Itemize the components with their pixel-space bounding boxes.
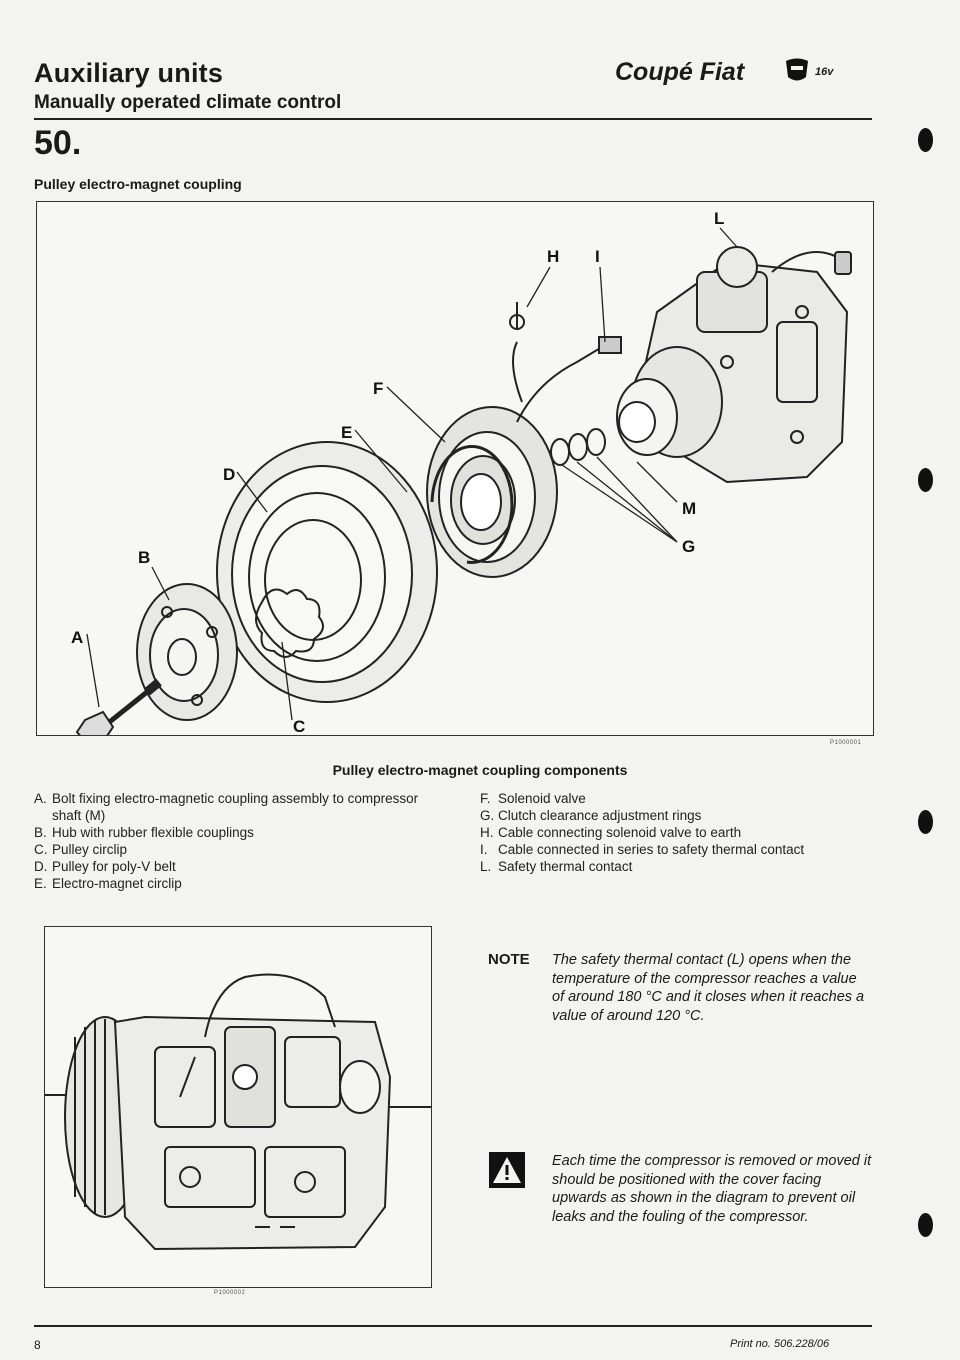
print-number: Print no. 506.228/06 [730,1338,830,1350]
binding-hole [918,810,933,834]
legend-item: A.Bolt fixing electro-magnetic coupling … [34,791,419,823]
legend-item: H.Cable connecting solenoid valve to ear… [480,825,742,840]
callout-M: M [682,499,696,518]
figure-code: P1000002 [214,1290,246,1296]
legend-item: C.Pulley circlip [34,842,128,857]
compressor-orientation-diagram [44,926,432,1288]
legend-left: A.Bolt fixing electro-magnetic coupling … [34,790,434,892]
callout-H: H [547,247,559,266]
legend-item: B.Hub with rubber flexible couplings [34,825,254,840]
binding-hole [918,468,933,492]
binding-hole [918,1213,933,1237]
binding-hole [918,128,933,152]
legend-item: F.Solenoid valve [480,791,586,806]
callout-C: C [293,717,305,735]
warning-text: Each time the compressor is removed or m… [552,1153,872,1225]
section-title: Auxiliary units [34,58,224,88]
exploded-diagram: L H I F E D B A C M G [36,201,874,746]
callout-A: A [71,628,83,647]
note-text: The safety thermal contact (L) opens whe… [552,952,865,1024]
figure-caption: Pulley electro-magnet coupling component… [332,762,628,778]
engine-badge: 16v [815,66,834,78]
callout-I: I [595,247,600,266]
section-subtitle: Manually operated climate control [34,92,342,113]
legend-item: D.Pulley for poly-V belt [34,859,176,874]
header-rule [34,118,872,120]
legend-item: I.Cable connected in series to safety th… [480,842,805,857]
figure-heading: Pulley electro-magnet coupling [34,176,242,192]
note-label: NOTE [488,951,530,968]
page-number: 8 [34,1338,41,1352]
figure-code: P1000001 [830,740,862,746]
warning-triangle-icon [489,1152,525,1188]
callout-L: L [714,209,724,228]
brand-name: Coupé Fiat [615,58,745,86]
brand-logo-icon [786,58,808,81]
legend-item: L.Safety thermal contact [480,859,633,874]
compressor-drawing [45,973,431,1251]
callout-B: B [138,548,150,567]
callout-F: F [373,379,383,398]
section-number: 50. [34,124,82,162]
footer-rule [34,1325,872,1327]
legend-item: E.Electro-magnet circlip [34,876,182,891]
callout-D: D [223,465,235,484]
callout-G: G [682,537,695,556]
callout-E: E [341,423,352,442]
legend-right: F.Solenoid valve G.Clutch clearance adju… [480,790,880,875]
legend-item: G.Clutch clearance adjustment rings [480,808,702,823]
coupling-exploded-drawing: L H I F E D B A C M G [71,209,852,746]
